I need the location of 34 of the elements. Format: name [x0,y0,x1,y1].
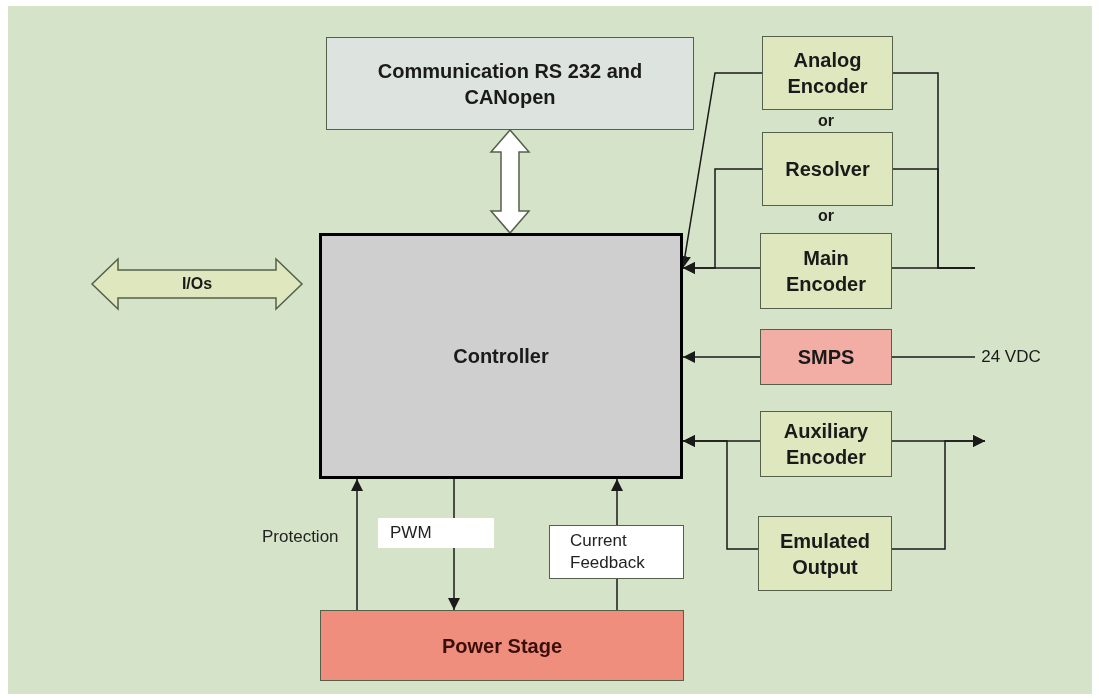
process-box [760,233,892,309]
arrow [891,435,986,550]
process-box [320,610,684,681]
controller-box [319,233,683,479]
note-text: or [818,112,834,130]
process-box [758,516,892,591]
node-label: I/Os [180,273,214,294]
arrow [351,478,363,611]
double-arrow-shape [92,258,302,310]
node-label: Main Encoder [785,246,867,297]
node-label: Controller [452,344,550,369]
edge-label: Current Feedback [549,525,684,580]
arrow [682,262,761,274]
node-label: SMPS [796,345,856,370]
process-box [326,37,694,130]
node-label: Analog Encoder [786,48,869,99]
edge-label: Protection [261,526,340,548]
edge-label: PWM [378,518,494,549]
process-box [762,132,893,206]
node-label: Communication RS 232 and CANopen [376,58,644,110]
process-box [760,329,892,385]
note-text: or [818,207,834,225]
node-label: Emulated Output [779,528,871,580]
node-label: Auxiliary Encoder [782,419,870,470]
arrow [682,435,759,550]
voltage-label: 24 VDC [980,345,1042,368]
connector-line [891,267,976,269]
node-label: Resolver [784,157,871,182]
node-label: Power Stage [440,633,563,659]
arrow [682,351,761,363]
process-box [762,36,893,110]
double-arrow [489,128,531,235]
connector-line [891,356,976,358]
process-box [760,411,892,477]
